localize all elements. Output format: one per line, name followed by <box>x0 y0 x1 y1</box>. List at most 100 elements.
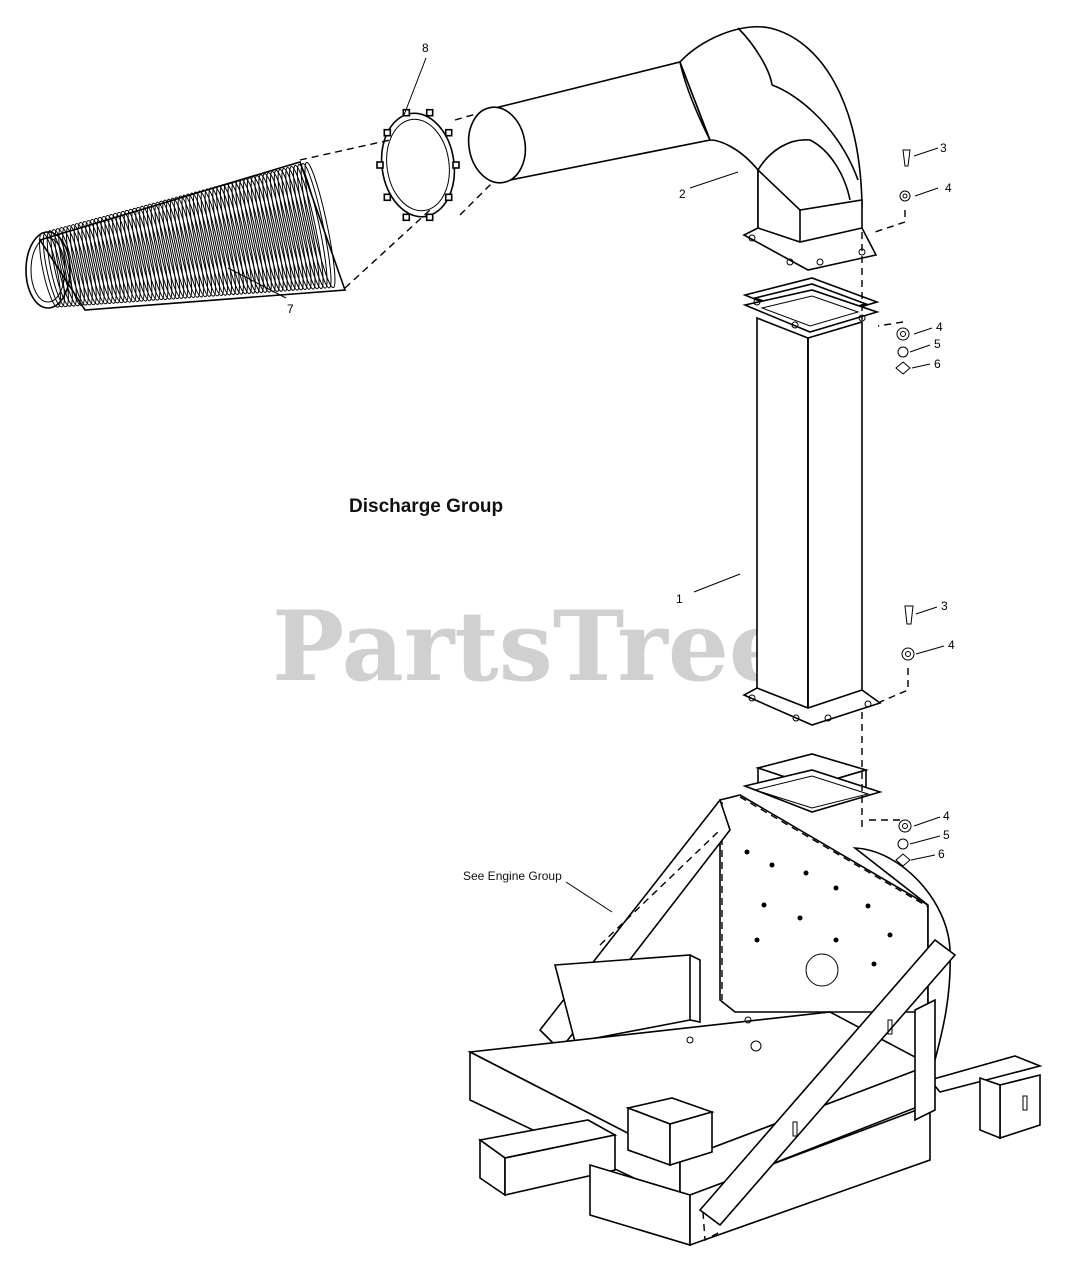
hose-coil <box>146 203 173 300</box>
hose-coil <box>293 164 324 290</box>
part-1-square-pipe <box>742 316 882 726</box>
hose-coil <box>58 227 81 307</box>
hose-coil <box>262 173 292 292</box>
hose-coil <box>162 199 189 299</box>
hose-coil <box>169 197 197 299</box>
clamp-bolt <box>425 213 434 222</box>
hose-coil <box>304 161 336 289</box>
hose-coil <box>173 196 201 298</box>
hose-coil <box>50 229 73 307</box>
panel-hole <box>754 937 760 943</box>
engine-group-reference: See Engine Group <box>463 869 562 883</box>
hose-coil <box>143 204 169 301</box>
hose-coil <box>281 168 312 290</box>
part-7-flex-hose <box>25 161 347 311</box>
clamp-bolt <box>402 213 411 222</box>
clamp-bolt <box>383 193 392 202</box>
hose-coil <box>112 212 137 303</box>
hose-coil <box>212 186 240 296</box>
watermark-text: PartsTree <box>272 590 790 703</box>
callout-3-pipe: 3 <box>941 599 948 613</box>
upper-gaskets <box>742 277 880 333</box>
hose-coil <box>227 182 256 294</box>
hose-coil <box>96 216 121 304</box>
hose-coil <box>243 178 272 293</box>
hose-coil <box>81 221 105 305</box>
hose-coil <box>154 201 181 300</box>
hardware-base <box>866 819 912 867</box>
hose-coil <box>92 218 117 304</box>
hose-coil <box>131 207 157 301</box>
callout-3-top: 3 <box>940 141 947 155</box>
hose-coil <box>216 185 244 295</box>
hose-coil <box>73 223 97 306</box>
hose-coil <box>108 213 133 303</box>
callout-6-base: 6 <box>938 847 945 861</box>
hose-coil <box>135 206 161 301</box>
panel-hole <box>865 903 871 909</box>
hose-coil <box>177 195 205 298</box>
hose-coil <box>200 189 228 296</box>
hose-coil <box>127 208 153 302</box>
hose-coil <box>269 171 300 291</box>
hose-coil <box>285 167 316 290</box>
hose-coil <box>77 222 101 305</box>
clamp-bolt <box>376 161 384 169</box>
hose-coil <box>62 226 85 307</box>
clamp-bolt <box>383 128 392 137</box>
hose-coil <box>254 175 284 292</box>
callout-4-pipe: 4 <box>948 638 955 652</box>
hardware-bottom-pipe <box>879 605 915 703</box>
hose-coil <box>204 188 232 296</box>
hose-coil <box>119 210 145 302</box>
hose-coil <box>208 187 236 296</box>
hose-coil <box>300 162 332 289</box>
hose-coil <box>166 198 193 299</box>
hardware-middle <box>877 321 911 375</box>
hose-coil <box>193 191 220 297</box>
lower-gaskets <box>742 753 883 813</box>
callout-5-mid: 5 <box>934 337 941 351</box>
hose-coil <box>266 172 296 291</box>
hardware-top <box>874 149 911 233</box>
hose-coil <box>250 176 280 293</box>
hose-coil <box>116 211 141 303</box>
hose-coil <box>100 216 125 304</box>
clamp-bolt <box>452 161 460 169</box>
panel-hole <box>871 961 877 967</box>
panel-hole <box>833 885 839 891</box>
hose-coil <box>296 163 328 289</box>
hose-coil <box>196 190 224 297</box>
panel-hole <box>744 849 750 855</box>
callout-8: 8 <box>422 41 429 55</box>
hose-coil <box>181 194 209 298</box>
callout-5-base: 5 <box>943 828 950 842</box>
hose-coil <box>185 193 213 297</box>
hose-coil <box>235 180 264 294</box>
panel-hole <box>797 915 803 921</box>
callout-4-top: 4 <box>945 181 952 195</box>
part-2-discharge-elbow <box>467 26 878 271</box>
hose-coil <box>219 184 248 295</box>
hose-coil <box>277 169 308 291</box>
hose-coil <box>89 219 113 304</box>
hose-coil <box>231 181 260 294</box>
hose-coil <box>258 174 288 292</box>
panel-hole <box>833 937 839 943</box>
hose-coil <box>150 202 177 300</box>
panel-hole <box>761 902 767 908</box>
hose-coil <box>239 179 268 293</box>
hose-coil <box>85 220 109 305</box>
panel-hole <box>887 932 893 938</box>
hose-coil <box>189 192 217 297</box>
hose-coil <box>123 209 149 302</box>
watermark: PartsTree TM <box>272 590 798 703</box>
part-8-clamp-ring <box>376 108 460 222</box>
leader-lines <box>227 57 945 913</box>
panel-hole <box>803 870 809 876</box>
callout-4-mid: 4 <box>936 320 943 334</box>
callout-7: 7 <box>287 302 294 316</box>
callout-4-base: 4 <box>943 809 950 823</box>
callout-1: 1 <box>676 592 683 606</box>
